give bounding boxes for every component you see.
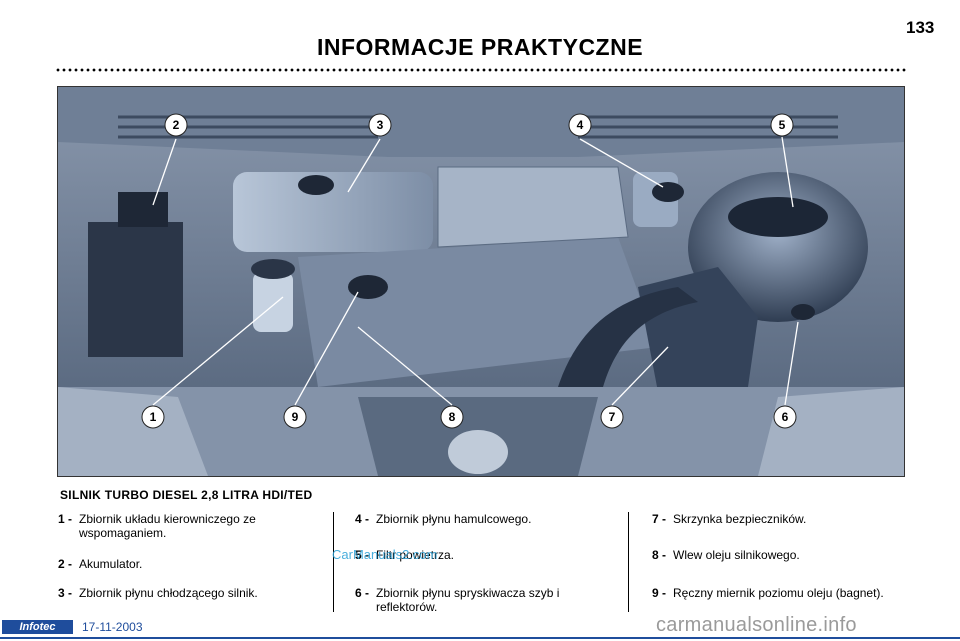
watermark-carmanuals: CarManuals2.com	[332, 547, 438, 562]
legend-column-3: 7 -Skrzynka bezpieczników. 8 -Wlew oleju…	[652, 512, 912, 600]
callout-8: 8	[449, 410, 456, 424]
callout-4: 4	[577, 118, 584, 132]
engine-illustration: 2 3 4 5 1 9 8 7 6	[57, 86, 905, 477]
callout-1: 1	[150, 410, 157, 424]
figure-caption: SILNIK TURBO DIESEL 2,8 LITRA HDI/TED	[60, 488, 313, 502]
column-divider	[333, 512, 334, 612]
callout-markers	[141, 113, 797, 429]
legend-item: 8 -Wlew oleju silnikowego.	[652, 548, 800, 562]
callout-9: 9	[292, 410, 299, 424]
callout-5: 5	[779, 118, 786, 132]
page-title: INFORMACJE PRAKTYCZNE	[316, 34, 644, 60]
legend-item: 5 -Filtr powietrza.	[355, 548, 455, 562]
column-divider	[628, 512, 629, 612]
legend-item: 9 -Ręczny miernik poziomu oleju (bagnet)…	[652, 586, 884, 600]
footer-date: 17-11-2003	[82, 620, 143, 634]
legend-item: 4 -Zbiornik płynu hamulcowego.	[355, 512, 532, 526]
legend-column-2: 4 -Zbiornik płynu hamulcowego. 5 -Filtr …	[355, 512, 620, 614]
legend-column-1: 1 -Zbiornik układu kierowniczego ze wspo…	[58, 512, 318, 600]
footer-rule	[0, 637, 960, 639]
callout-6: 6	[782, 410, 789, 424]
watermark-site: carmanualsonline.info	[656, 614, 857, 636]
page-number: 133	[906, 18, 935, 37]
callout-3: 3	[377, 118, 384, 132]
engine-bay-drawing: 2 3 4 5 1 9 8 7 6	[58, 87, 904, 476]
legend-item: 1 -Zbiornik układu kierowniczego ze wspo…	[58, 512, 256, 540]
legend-item: 3 -Zbiornik płynu chłodzącego silnik.	[58, 586, 258, 600]
legend-item: 7 -Skrzynka bezpieczników.	[652, 512, 807, 526]
legend-item: 6 -Zbiornik płynu spryskiwacza szyb i re…	[355, 586, 560, 614]
infotec-logo: Infotec	[2, 620, 73, 634]
callout-2: 2	[173, 118, 180, 132]
callout-7: 7	[609, 410, 616, 424]
legend-item: 2 -Akumulator.	[58, 557, 143, 571]
dotted-divider	[55, 68, 907, 72]
